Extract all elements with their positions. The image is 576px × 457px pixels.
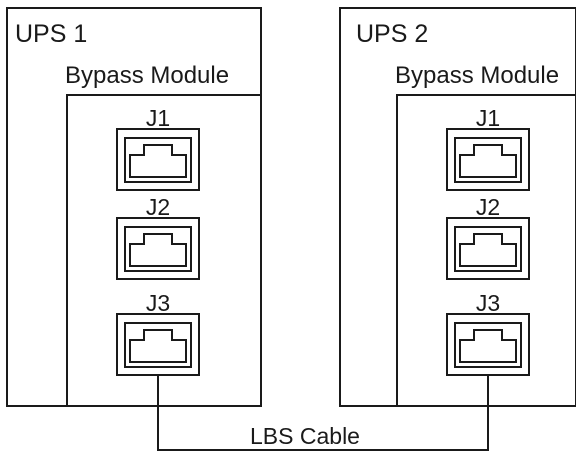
- port-inner-frame: [124, 322, 192, 368]
- ups-2-unit: [339, 7, 576, 407]
- rj45-jack-icon: [129, 329, 187, 363]
- lbs-cable-label: LBS Cable: [250, 423, 360, 449]
- port-inner-frame: [124, 137, 192, 183]
- ups-1-bypass-module-box: [66, 94, 262, 407]
- ups-2-port-j1: [446, 128, 530, 191]
- rj45-jack-icon: [459, 329, 517, 363]
- ups-2-port-j3: [446, 313, 530, 376]
- port-frame: [116, 217, 200, 280]
- port-frame: [446, 128, 530, 191]
- ups-2-bypass-module-box: [396, 94, 576, 407]
- ups-2-port-j1-label: J1: [476, 105, 500, 131]
- ups-2-title: UPS 2: [356, 20, 428, 48]
- port-inner-frame: [454, 137, 522, 183]
- ups-2-module-label: Bypass Module: [395, 62, 559, 89]
- ups-2-port-j2-label: J2: [476, 194, 500, 220]
- ups-2-port-j3-label: J3: [476, 290, 500, 316]
- port-frame: [446, 217, 530, 280]
- rj45-jack-icon: [459, 144, 517, 178]
- ups-1-port-j2-label: J2: [146, 194, 170, 220]
- ups-2-port-j2: [446, 217, 530, 280]
- rj45-jack-icon: [129, 233, 187, 267]
- ups-1-module-label: Bypass Module: [65, 62, 229, 89]
- port-inner-frame: [124, 226, 192, 272]
- ups-1-port-j1: [116, 128, 200, 191]
- ups-1-port-j2: [116, 217, 200, 280]
- port-inner-frame: [454, 226, 522, 272]
- lbs-cable-line: [157, 375, 489, 451]
- rj45-jack-icon: [459, 233, 517, 267]
- ups-1-port-j1-label: J1: [146, 105, 170, 131]
- rj45-jack-icon: [129, 144, 187, 178]
- ups-1-title: UPS 1: [15, 20, 87, 48]
- port-frame: [116, 128, 200, 191]
- port-inner-frame: [454, 322, 522, 368]
- ups-1-port-j3: [116, 313, 200, 376]
- ups-1-port-j3-label: J3: [146, 290, 170, 316]
